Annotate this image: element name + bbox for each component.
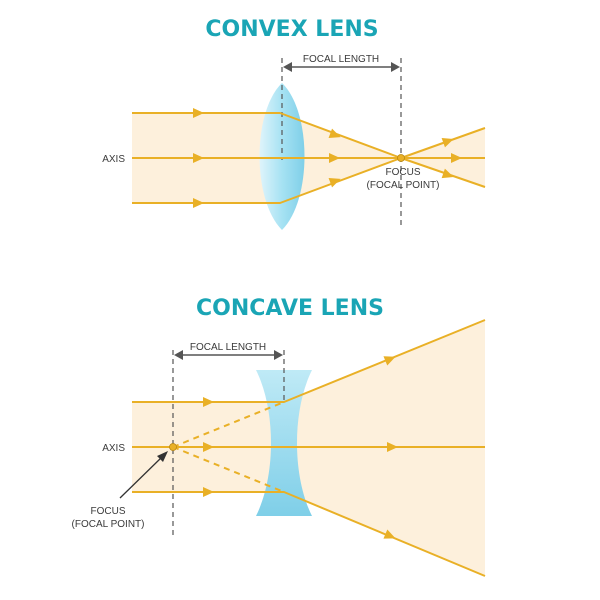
concave-arrowhead	[383, 529, 396, 539]
convex-focal-point-label: (FOCAL POINT)	[367, 180, 440, 191]
convex-top-ray	[132, 112, 486, 159]
convex-arrowhead	[193, 108, 204, 118]
concave-virtual-ray-bottom	[172, 446, 285, 493]
convex-arrowhead	[328, 128, 341, 138]
concave-arrowhead	[203, 487, 214, 497]
convex-arrowhead	[193, 153, 204, 163]
concave-arrowhead	[387, 442, 398, 452]
concave-focus-point	[169, 443, 177, 451]
concave-focus-pointer	[119, 451, 168, 499]
convex-lens-section: CONVEX LENS FOCAL LENGTH AXI	[102, 17, 486, 230]
concave-focus-label: FOCUS	[91, 506, 126, 517]
concave-focal-point-label: (FOCAL POINT)	[72, 519, 145, 530]
convex-arrowhead	[441, 168, 454, 179]
concave-lens-section: CONCAVE LENS FOCAL LENGTH	[72, 296, 486, 577]
convex-focal-length-dimension	[283, 62, 400, 72]
concave-arrowhead	[203, 442, 214, 452]
convex-axis-label: AXIS	[102, 154, 125, 165]
concave-lens-shape	[256, 370, 312, 516]
convex-lens-shape	[259, 83, 305, 230]
convex-lens-title: CONVEX LENS	[205, 17, 378, 42]
concave-focal-length-label: FOCAL LENGTH	[190, 342, 266, 353]
concave-top-ray	[132, 319, 486, 403]
concave-bottom-ray	[132, 491, 486, 577]
convex-focus-label: FOCUS	[386, 167, 421, 178]
convex-focus-point	[397, 154, 405, 162]
convex-arrowhead	[451, 153, 462, 163]
concave-axis-label: AXIS	[102, 443, 125, 454]
concave-virtual-ray-top	[172, 401, 285, 448]
concave-arrowhead	[383, 356, 396, 366]
convex-arrowhead	[193, 198, 204, 208]
concave-focal-length-dimension	[174, 350, 283, 360]
convex-arrowhead	[328, 178, 341, 188]
concave-lens-title: CONCAVE LENS	[196, 296, 384, 321]
convex-arrowhead	[441, 137, 454, 148]
convex-arrowhead	[329, 153, 340, 163]
concave-arrowhead	[203, 397, 214, 407]
convex-bottom-ray	[132, 157, 486, 204]
convex-focal-length-label: FOCAL LENGTH	[303, 54, 379, 65]
